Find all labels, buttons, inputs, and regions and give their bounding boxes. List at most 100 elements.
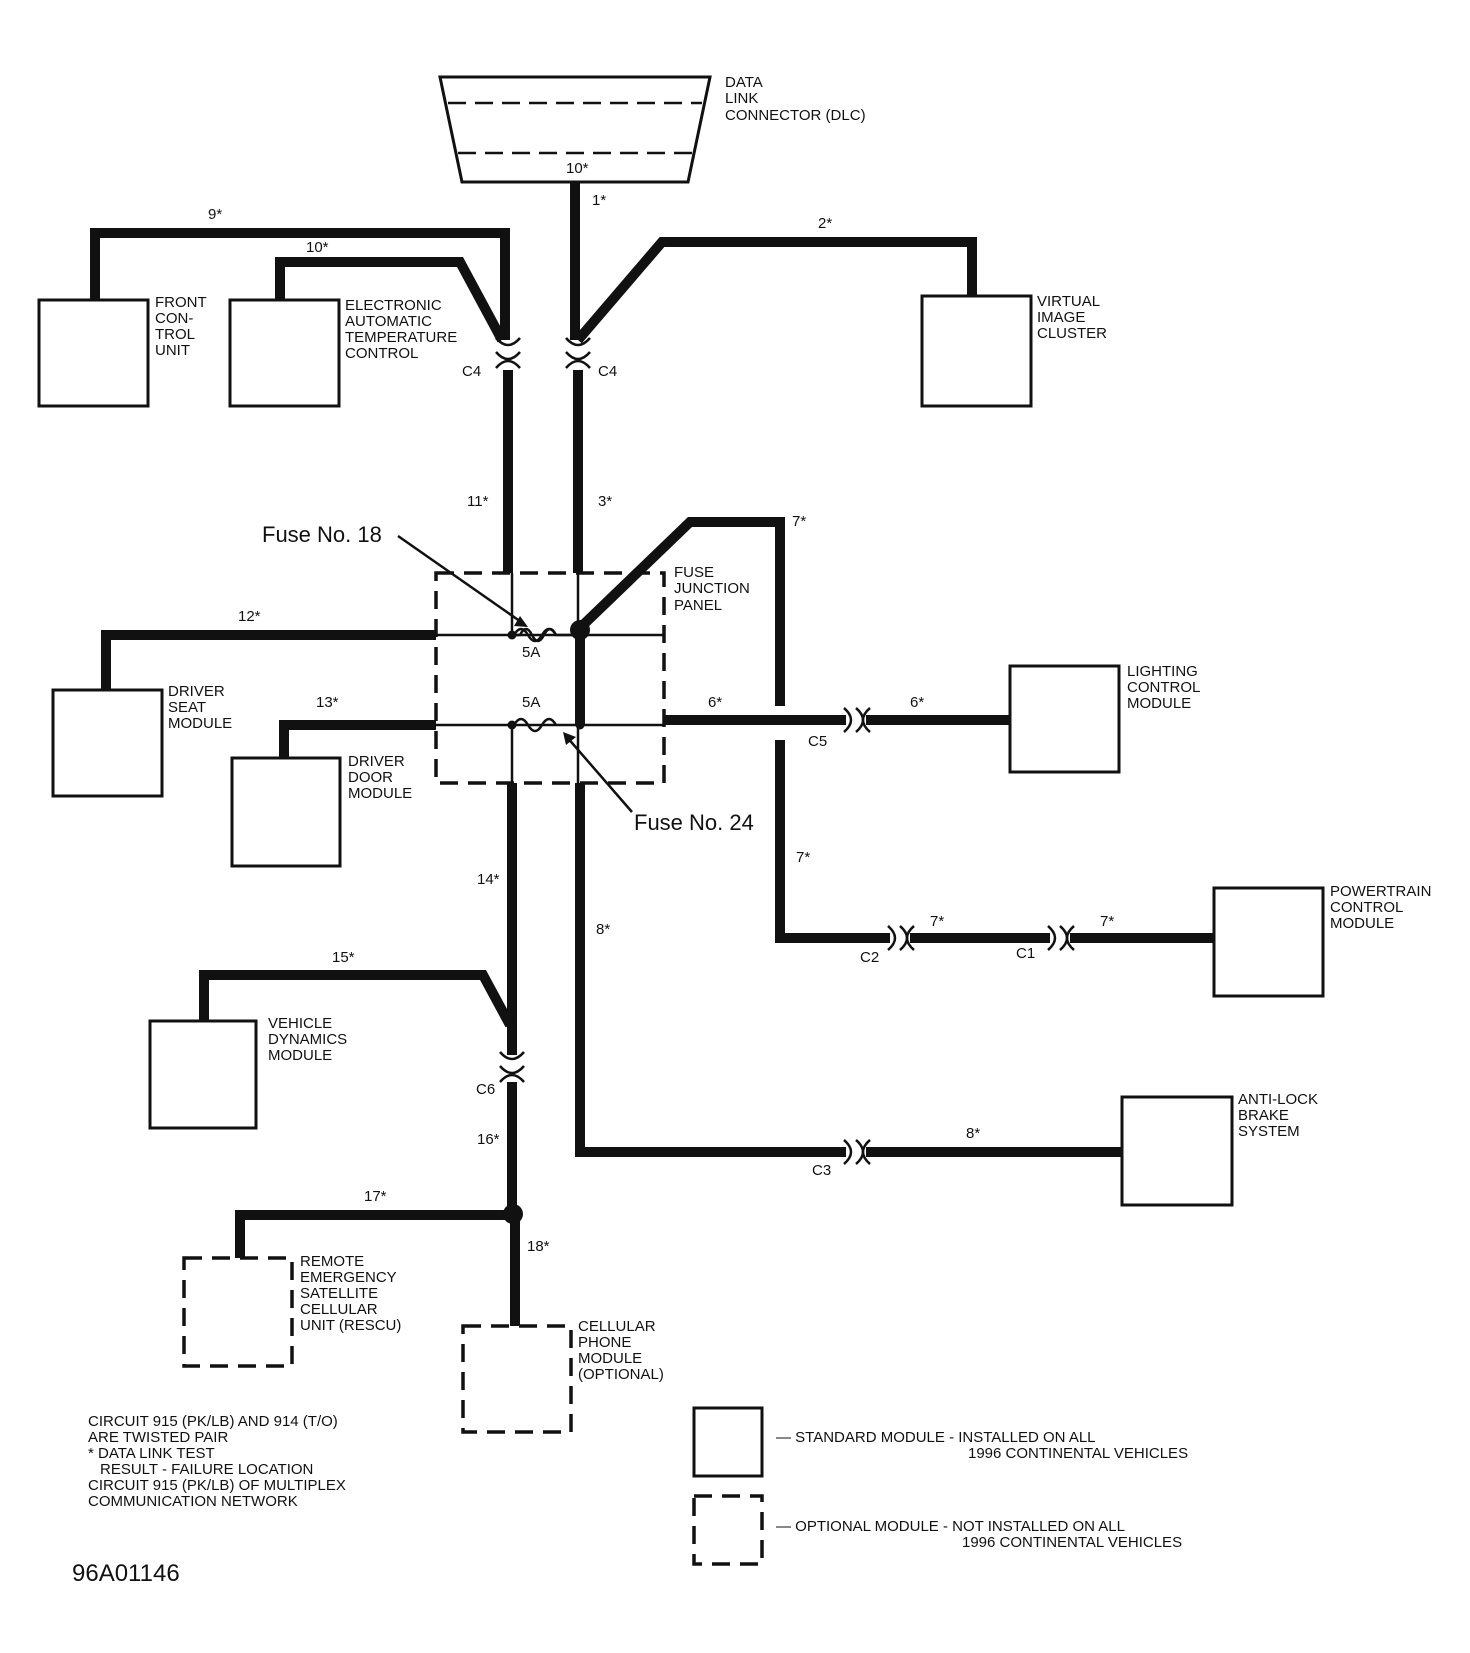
connector-c5 [843, 707, 871, 733]
svg-text:TROL: TROL [155, 326, 195, 343]
circuit-16-label: 16* [477, 1131, 500, 1148]
svg-text:CONTROL: CONTROL [1127, 679, 1200, 696]
svg-text:PHONE: PHONE [578, 1334, 631, 1351]
wire-circuit-2 [574, 237, 977, 344]
cellular-phone-module-label: CELLULAR PHONE MODULE (OPTIONAL) [578, 1318, 664, 1383]
svg-text:POWERTRAIN: POWERTRAIN [1330, 883, 1431, 900]
legend-optional-swatch [692, 1494, 764, 1566]
svg-text:ELECTRONIC: ELECTRONIC [345, 297, 442, 314]
c6-label: C6 [476, 1081, 495, 1098]
svg-text:* DATA LINK TEST: * DATA LINK TEST [88, 1445, 215, 1462]
wire-circuit-8-a [575, 783, 846, 1157]
wire-circuit-9 [90, 228, 510, 340]
svg-text:DYNAMICS: DYNAMICS [268, 1031, 347, 1048]
circuit-7-c2-label: 7* [930, 913, 944, 930]
svg-text:LIGHTING: LIGHTING [1127, 663, 1198, 680]
wire-circuit-12 [101, 630, 436, 690]
fjp-label-2: JUNCTION [674, 580, 750, 597]
legend-standard-swatch [692, 1406, 764, 1478]
svg-text:CONTROL: CONTROL [345, 345, 418, 362]
svg-text:CON-: CON- [155, 310, 193, 327]
circuit-14-label: 14* [477, 871, 500, 888]
circuit-15-label: 15* [332, 949, 355, 966]
figure-id: 96A01146 [72, 1560, 180, 1587]
svg-text:MODULE: MODULE [268, 1047, 332, 1064]
circuit-9-label: 9* [208, 206, 222, 223]
wire-circuit-17 [235, 1210, 512, 1258]
svg-text:(OPTIONAL): (OPTIONAL) [578, 1366, 664, 1383]
fjp-label-3: PANEL [674, 597, 722, 614]
c2-label: C2 [860, 949, 879, 966]
fuse-24-label: Fuse No. 24 [634, 810, 754, 835]
circuit-notes: CIRCUIT 915 (PK/LB) AND 914 (T/O) ARE TW… [88, 1413, 346, 1510]
rescu-label: REMOTE EMERGENCY SATELLITE CELLULAR UNIT… [300, 1253, 401, 1334]
svg-text:SATELLITE: SATELLITE [300, 1285, 378, 1302]
svg-text:MODULE: MODULE [348, 785, 412, 802]
svg-text:DRIVER: DRIVER [348, 753, 405, 770]
svg-text:VEHICLE: VEHICLE [268, 1015, 332, 1032]
svg-text:ANTI-LOCK: ANTI-LOCK [1238, 1091, 1318, 1108]
wire-circuit-7-upper [578, 517, 785, 706]
connector-c6 [499, 1051, 525, 1083]
circuit-8-label: 8* [596, 921, 610, 938]
circuit-7-c1-label: 7* [1100, 913, 1114, 930]
data-link-connector [438, 75, 712, 184]
fuse-junction-panel-box [434, 571, 666, 785]
circuit-6-right-label: 6* [910, 694, 924, 711]
cellular-phone-module-box [461, 1324, 573, 1434]
svg-text:CLUSTER: CLUSTER [1037, 325, 1107, 342]
wire-circuit-13 [279, 720, 436, 758]
svg-text:AUTOMATIC: AUTOMATIC [345, 313, 432, 330]
connector-c4-left [495, 337, 521, 369]
svg-text:COMMUNICATION NETWORK: COMMUNICATION NETWORK [88, 1493, 298, 1510]
circuit-1-label: 1* [592, 192, 606, 209]
splice-17-18 [503, 1204, 523, 1224]
fuse-24-arrow [565, 735, 633, 813]
svg-text:ARE TWISTED PAIR: ARE TWISTED PAIR [88, 1429, 228, 1446]
svg-text:CIRCUIT 915 (PK/LB) OF MULTIPL: CIRCUIT 915 (PK/LB) OF MULTIPLEX [88, 1477, 346, 1494]
fuse-18-rating: 5A [522, 644, 540, 661]
circuit-18-label: 18* [527, 1238, 550, 1255]
svg-text:EMERGENCY: EMERGENCY [300, 1269, 397, 1286]
svg-text:SYSTEM: SYSTEM [1238, 1123, 1300, 1140]
svg-text:IMAGE: IMAGE [1037, 309, 1085, 326]
legend-optional-line1: — OPTIONAL MODULE - NOT INSTALLED ON ALL [776, 1518, 1125, 1535]
lighting-control-module-label: LIGHTING CONTROL MODULE [1127, 663, 1200, 712]
vehicle-dynamics-module-box [148, 1019, 258, 1130]
fjp-label-1: FUSE [674, 564, 714, 581]
driver-door-module-label: DRIVER DOOR MODULE [348, 753, 412, 802]
powertrain-control-module-box [1212, 886, 1325, 998]
svg-text:CIRCUIT 915 (PK/LB) AND 914 (T: CIRCUIT 915 (PK/LB) AND 914 (T/O) [88, 1413, 338, 1430]
circuit-6-left-label: 6* [708, 694, 722, 711]
svg-text:MODULE: MODULE [168, 715, 232, 732]
driver-seat-module-box [51, 688, 164, 798]
svg-text:SEAT: SEAT [168, 699, 206, 716]
svg-text:DOOR: DOOR [348, 769, 393, 786]
virtual-image-cluster-label: VIRTUAL IMAGE CLUSTER [1037, 293, 1107, 342]
virtual-image-cluster-box [920, 294, 1033, 408]
svg-text:VIRTUAL: VIRTUAL [1037, 293, 1100, 310]
svg-text:REMOTE: REMOTE [300, 1253, 364, 1270]
circuit-12-label: 12* [238, 608, 261, 625]
powertrain-control-module-label: POWERTRAIN CONTROL MODULE [1330, 883, 1431, 932]
circuit-10-dlc-label: 10* [566, 160, 589, 177]
c4-right-label: C4 [598, 363, 617, 380]
driver-seat-module-label: DRIVER SEAT MODULE [168, 683, 232, 732]
dlc-label-2: LINK [725, 90, 758, 107]
svg-text:MODULE: MODULE [1127, 695, 1191, 712]
lighting-control-module-box [1008, 664, 1121, 774]
connector-c3 [843, 1139, 871, 1165]
svg-text:MODULE: MODULE [1330, 915, 1394, 932]
svg-text:MODULE: MODULE [578, 1350, 642, 1367]
circuit-17-label: 17* [364, 1188, 387, 1205]
fuse-18-label: Fuse No. 18 [262, 522, 382, 547]
connector-c2 [887, 925, 915, 951]
dlc-label-1: DATA [725, 74, 763, 91]
svg-text:CONTROL: CONTROL [1330, 899, 1403, 916]
vehicle-dynamics-module-label: VEHICLE DYNAMICS MODULE [268, 1015, 347, 1064]
c5-label: C5 [808, 733, 827, 750]
dlc-label-3: CONNECTOR (DLC) [725, 107, 866, 124]
front-control-unit-label: FRONT CON- TROL UNIT [155, 294, 207, 359]
svg-text:RESULT - FAILURE LOCATION: RESULT - FAILURE LOCATION [100, 1461, 313, 1478]
